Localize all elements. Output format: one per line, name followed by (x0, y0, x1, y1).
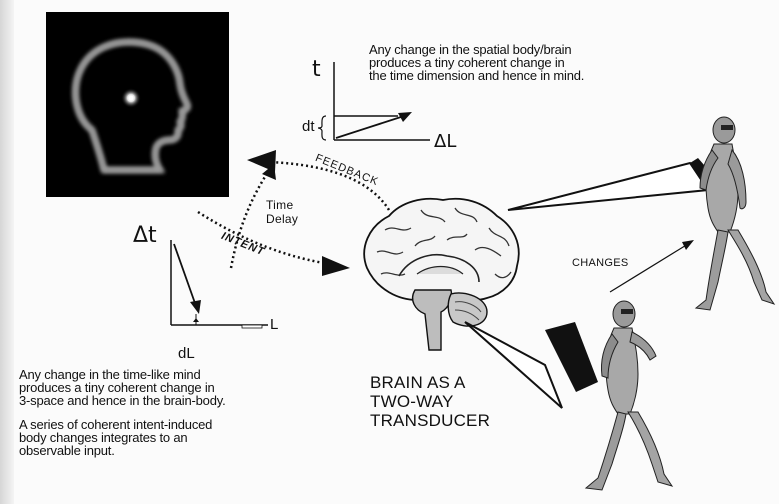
upper-walking-figure (688, 112, 779, 317)
figure-brow (621, 309, 633, 314)
figure-leg-front (628, 412, 672, 486)
figure-brow (721, 125, 733, 130)
changes-label: CHANGES (572, 257, 629, 269)
figure-leg-back (586, 412, 626, 490)
figure-leg-front (728, 230, 774, 304)
figure-leg-back (696, 230, 728, 310)
input-wedge-arrow (508, 163, 708, 210)
lower-walking-figure (584, 298, 684, 498)
